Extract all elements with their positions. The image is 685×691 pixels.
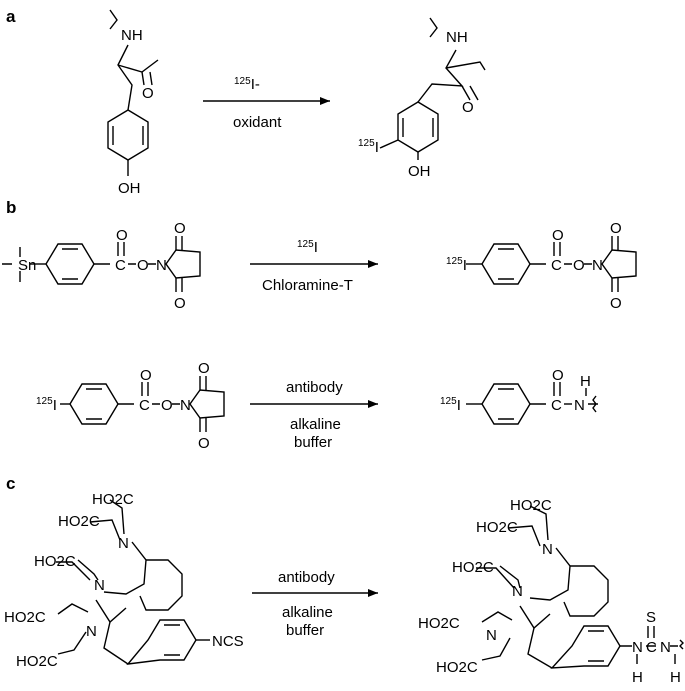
amide-c: C [551, 397, 562, 414]
ester-o-1: O [116, 227, 128, 244]
nhs-o-bottom-3: O [198, 435, 210, 452]
stannyl-benzoate-nhs-ester [2, 236, 201, 292]
chx-a-dtpa-thiourea-product [476, 505, 684, 669]
ester-o-3: O [140, 367, 152, 384]
thiourea-c: C [646, 639, 657, 656]
co2h-p1: HO2C [510, 497, 552, 514]
co2h-p2: HO2C [476, 519, 518, 536]
nhs-o-bottom-1: O [174, 295, 186, 312]
arrow-c-line-1: antibody [278, 569, 335, 586]
reaction-arrow-a-head [320, 97, 330, 105]
iodine-label-b2: 125I [36, 396, 57, 414]
n-p3: N [486, 627, 497, 644]
amide-n: N [574, 397, 585, 414]
reactant-nh-label: NH [121, 27, 143, 44]
amide-o: O [552, 367, 564, 384]
n-3: N [86, 623, 97, 640]
iodobenzamide-antibody-product [466, 382, 598, 425]
co2h-p5: HO2C [436, 659, 478, 676]
arrow-a-bottom-label: oxidant [233, 114, 282, 131]
arrow-b2-line-1: antibody [286, 379, 343, 396]
iodine-label-b1: 125I [446, 256, 467, 274]
arrow-b1-bottom-label: Chloramine-T [262, 277, 353, 294]
co2h-5: HO2C [16, 653, 58, 670]
arrow-b2-line-2: alkaline [290, 416, 341, 433]
panel-b-label: b [6, 198, 16, 217]
arrow-b1-top-label: 125I [297, 239, 318, 256]
nhs-n-3: N [180, 397, 191, 414]
co2h-p3: HO2C [452, 559, 494, 576]
nhs-o-top-2: O [610, 220, 622, 237]
ester-bridge-o-3: O [161, 397, 173, 414]
iodine-label-b3: 125I [440, 396, 461, 414]
co2h-p4: HO2C [418, 615, 460, 632]
reactant-oh-label: OH [118, 180, 141, 197]
nhs-n-2: N [592, 257, 603, 274]
product-oh-label: OH [408, 163, 431, 180]
ester-bridge-o-2: O [573, 257, 585, 274]
amide-h: H [580, 373, 591, 390]
reaction-arrow-b1-head [368, 260, 378, 268]
product-iodotyrosine [379, 17, 486, 160]
product-iodine-label: 125I [358, 138, 379, 156]
arrow-c-line-2: alkaline [282, 604, 333, 621]
panel-c-label: c [6, 474, 15, 493]
ester-c-2: C [551, 257, 562, 274]
reaction-arrow-b2-head [368, 400, 378, 408]
thiourea-h-1: H [632, 669, 643, 686]
co2h-2: HO2C [58, 513, 100, 530]
thiourea-n-2: N [660, 639, 671, 656]
co2h-3: HO2C [34, 553, 76, 570]
ester-c-1: C [115, 257, 126, 274]
nhs-o-top-3: O [198, 360, 210, 377]
thiourea-s: S [646, 609, 656, 626]
ester-bridge-o-1: O [137, 257, 149, 274]
thiourea-h-2: H [670, 669, 681, 686]
iodobenzoate-nhs-ester [466, 236, 637, 292]
n-p2: N [512, 583, 523, 600]
product-carbonyl-o: O [462, 99, 474, 116]
ester-o-2: O [552, 227, 564, 244]
product-nh-label: NH [446, 29, 468, 46]
reactant-tyrosine [107, 9, 159, 176]
n-1: N [118, 535, 129, 552]
arrow-a-top-label: 125I- [234, 76, 260, 93]
n-2: N [94, 577, 105, 594]
thiourea-n-1: N [632, 639, 643, 656]
nhs-o-top-1: O [174, 220, 186, 237]
nhs-o-bottom-2: O [610, 295, 622, 312]
reaction-arrow-c-head [368, 589, 378, 597]
nhs-n-1: N [156, 257, 167, 274]
co2h-4: HO2C [4, 609, 46, 626]
co2h-1: HO2C [92, 491, 134, 508]
reactant-carbonyl-o: O [142, 85, 154, 102]
ester-c-3: C [139, 397, 150, 414]
arrow-c-line-3: buffer [286, 622, 324, 639]
n-p1: N [542, 541, 553, 558]
tin-label: Sn [18, 257, 36, 274]
iodobenzoate-nhs-ester-row2 [60, 376, 225, 432]
panel-a-label: a [6, 7, 16, 26]
arrow-b2-line-3: buffer [294, 434, 332, 451]
isothiocyanate-label: NCS [212, 633, 244, 650]
chx-a-dtpa-ncs-reactant [56, 499, 210, 665]
